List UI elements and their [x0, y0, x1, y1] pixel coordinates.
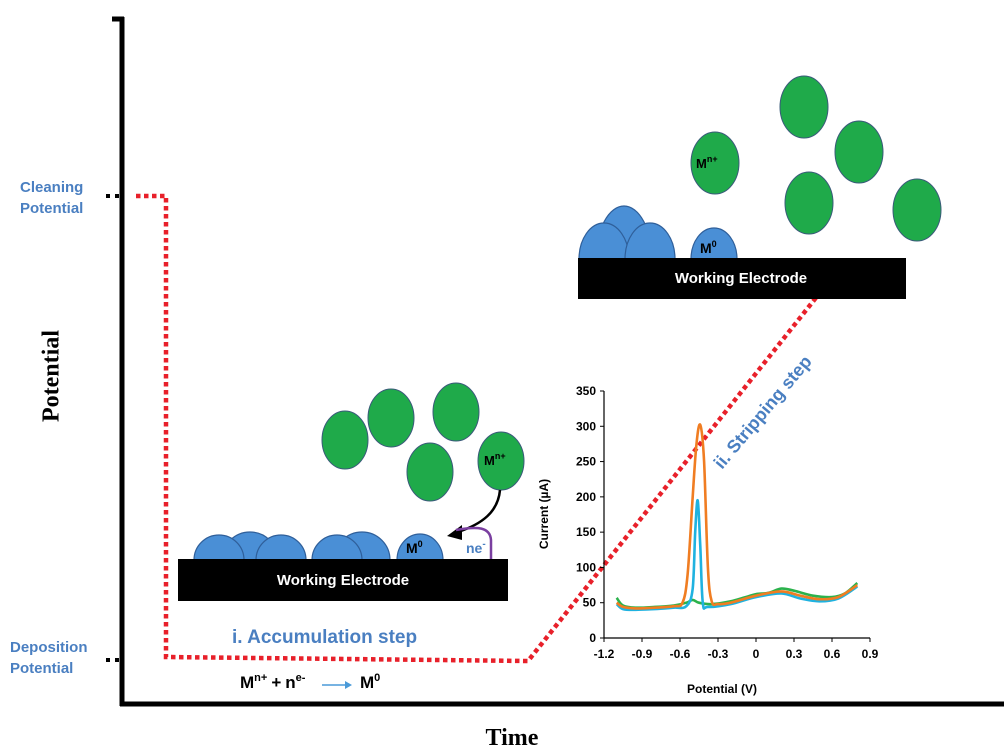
- metal-ion: [784, 171, 834, 235]
- equation-product: M0: [360, 672, 380, 692]
- deposited-atom: [624, 222, 676, 260]
- metal-ion: [321, 410, 369, 470]
- metal-ion: [690, 131, 740, 195]
- chart-x-tick-label: 0.6: [824, 647, 841, 661]
- deposition-potential-label: Deposition Potential: [10, 637, 88, 679]
- reduction-arrow: [457, 489, 502, 534]
- metal-atom-label: M0: [406, 539, 423, 556]
- chart-y-tick-label: 250: [576, 455, 596, 469]
- deposited-atom: [396, 533, 444, 561]
- chart-x-tick-label: -0.9: [632, 647, 653, 661]
- electron-label: ne-: [466, 539, 486, 556]
- chart-x-tick-label: -0.6: [670, 647, 691, 661]
- chart-series-line-0: [615, 581, 859, 610]
- chart-y-tick-label: 350: [576, 384, 596, 398]
- cleaning-potential-label: Cleaning Potential: [20, 177, 83, 219]
- metal-ion-label: Mn+: [696, 154, 718, 171]
- chart-series-line-1: [615, 499, 859, 612]
- chart-x-tick-label: -0.3: [708, 647, 729, 661]
- equation-arrowhead: [345, 681, 352, 689]
- chart-series-line-2: [615, 423, 859, 610]
- chart-x-tick-label: 0: [753, 647, 760, 661]
- chart-y-tick-label: 0: [589, 631, 596, 645]
- cleaning-potential-line-2: Potential: [20, 200, 84, 217]
- reduction-equation: Mn++ne-: [240, 672, 306, 692]
- chart-y-tick-label: 50: [583, 596, 597, 610]
- voltammogram-chart: 0 50 100 150 200 250 300 350 -1.2 -0.9 -0.6 -0.3 0 0.…: [537, 384, 879, 696]
- metal-ion: [432, 382, 480, 442]
- deposited-atom: [311, 534, 363, 561]
- working-electrode-label: Working Electrode: [277, 572, 409, 589]
- accumulation-step-label: i. Accumulation step: [232, 627, 417, 648]
- deposition-potential-line-1: Deposition: [10, 639, 88, 656]
- chart-y-label: Current (µA): [537, 479, 551, 549]
- chart-x-tick-label: -1.2: [594, 647, 615, 661]
- stripping-electrode-scene: Mn+ M0 Working Electrode: [578, 75, 942, 299]
- reduction-arrowhead: [447, 525, 462, 540]
- chart-x-tick-label: 0.3: [786, 647, 803, 661]
- cleaning-potential-line-1: Cleaning: [20, 179, 84, 196]
- metal-atom-label: M0: [700, 239, 717, 256]
- chart-y-tick-label: 300: [576, 419, 596, 433]
- accumulation-electrode-scene: Mn+ M0 ne- Working Electrode: [178, 382, 525, 601]
- potential-waveform: [136, 193, 832, 664]
- metal-ion: [779, 75, 829, 139]
- deposition-potential-line-2: Potential: [10, 660, 74, 677]
- electron-path: [455, 526, 493, 560]
- potential-axis-title-text: Potential: [38, 330, 65, 422]
- working-electrode-label: Working Electrode: [675, 270, 807, 287]
- working-electrode: [178, 559, 508, 601]
- metal-ion: [406, 442, 454, 502]
- chart-x-tick-label: 0.9: [862, 647, 879, 661]
- chart-y-tick-label: 200: [576, 490, 596, 504]
- deposited-atom: [255, 534, 307, 561]
- deposited-atom: [193, 534, 245, 561]
- working-electrode: [578, 258, 906, 299]
- time-axis-title: Time: [485, 725, 539, 751]
- metal-ion-label: Mn+: [484, 451, 506, 468]
- metal-ion: [892, 178, 942, 242]
- metal-ion: [367, 388, 415, 448]
- metal-ion: [477, 431, 525, 491]
- metal-ion: [834, 120, 884, 184]
- chart-y-tick-label: 150: [576, 525, 596, 539]
- chart-x-label: Potential (V): [687, 682, 757, 696]
- chart-y-tick-label: 100: [576, 560, 596, 574]
- deposited-atom: [690, 227, 738, 260]
